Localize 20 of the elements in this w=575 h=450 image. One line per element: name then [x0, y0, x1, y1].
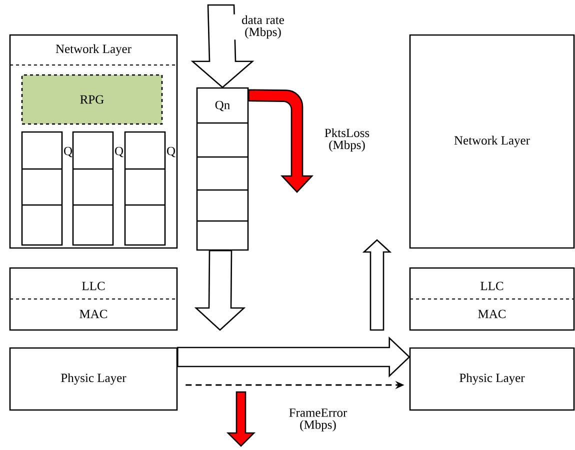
edge-label: data rate (Mbps) [232, 14, 294, 40]
queue: Q [124, 131, 176, 246]
block-arrow [194, 250, 246, 331]
queue: Qn [196, 87, 249, 251]
node-label: Q [167, 146, 176, 158]
edge-label: PktsLoss (Mbps) [316, 127, 378, 153]
layer-box: Physic Layer [9, 347, 178, 411]
block-arrow [248, 89, 313, 193]
layer-box: LLC MAC [9, 267, 178, 331]
node-label: Q [115, 146, 124, 158]
layer-box: Physic Layer [409, 347, 575, 411]
loss-label: FrameError (Mbps) [289, 408, 348, 432]
block-arrow [190, 4, 254, 88]
node-label: Q [64, 146, 72, 158]
generator-box: RPG [21, 74, 163, 125]
queue: Q [21, 131, 74, 246]
layer-box: Network Layer [409, 34, 575, 249]
block-arrow [177, 336, 410, 378]
queue: Q [72, 131, 124, 246]
layer-box: LLC MAC [409, 267, 575, 331]
